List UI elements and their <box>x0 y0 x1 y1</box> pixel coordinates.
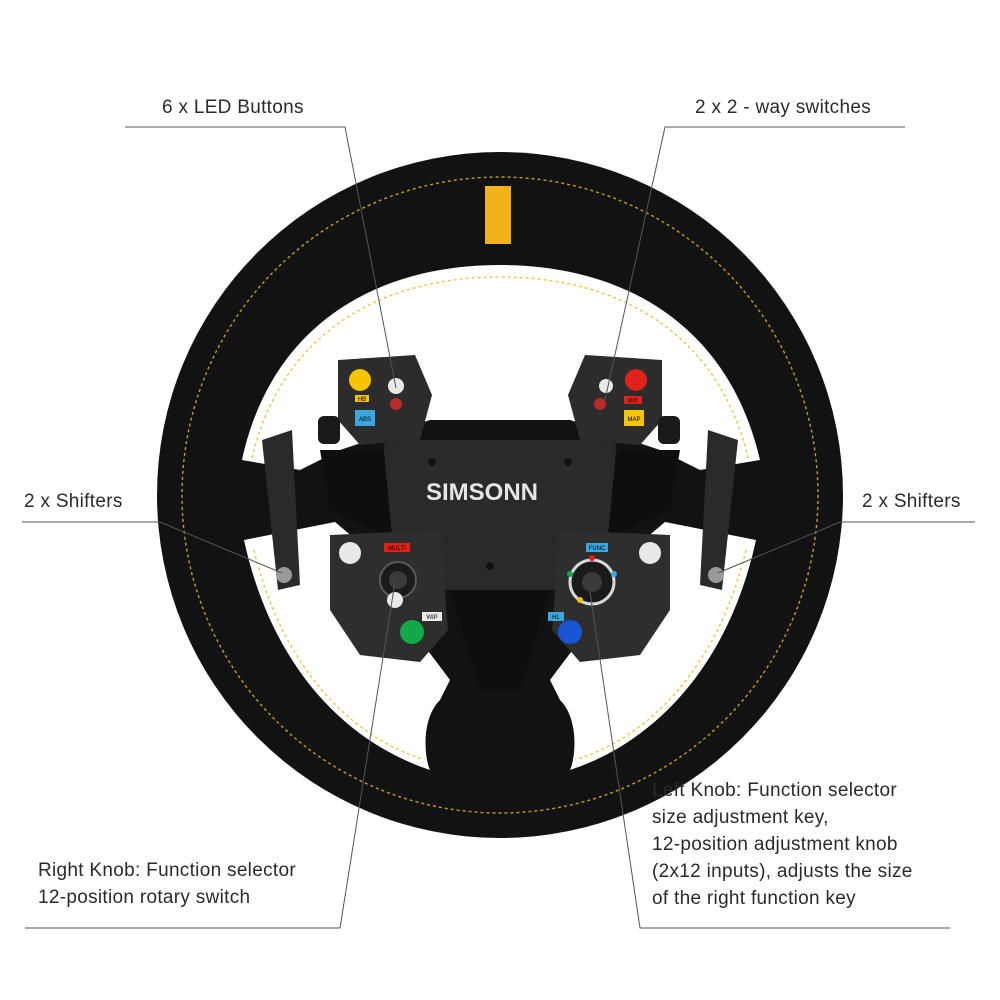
callout-shifters-left: 2 x Shifters <box>24 491 123 512</box>
left-knob-line-2: size adjustment key, <box>652 807 829 828</box>
upper-right-pod: PIT MAP <box>568 355 680 445</box>
shifter-paddles <box>262 430 738 590</box>
brand-logo: SIMSONN <box>426 479 538 506</box>
left-knob-line-4: (2x12 inputs), adjusts the size <box>652 861 913 882</box>
callout-led-buttons: 6 x LED Buttons <box>162 97 304 118</box>
led-button-green <box>400 620 424 644</box>
svg-text:HB: HB <box>358 397 366 403</box>
callout-shifters-right: 2 x Shifters <box>862 491 961 512</box>
right-knob-line-1: Right Knob: Function selector <box>38 860 296 881</box>
toggle-switch-right <box>594 398 606 410</box>
leader-right-knob <box>25 581 396 929</box>
svg-text:HL: HL <box>552 615 560 621</box>
led-button-white-right <box>639 542 661 564</box>
svg-text:WIP: WIP <box>426 615 437 621</box>
svg-text:MAP: MAP <box>627 417 640 423</box>
leader-switches <box>604 126 905 401</box>
leader-shifters-left <box>22 521 283 574</box>
svg-text:PIT: PIT <box>628 399 638 405</box>
callout-right-knob: Right Knob: Function selector 12-positio… <box>38 857 296 911</box>
callout-two-way-switches: 2 x 2 - way switches <box>695 97 871 118</box>
callout-lines <box>22 126 975 929</box>
led-button-blue <box>558 620 582 644</box>
lower-right-pod: FUNC HL <box>548 530 670 662</box>
left-knob-line-3: 12-position adjustment knob <box>652 834 898 855</box>
left-knob-line-1: Left Knob: Function selector <box>652 780 897 801</box>
lower-left-pod: MULTI WIP <box>330 530 448 662</box>
right-knob-line-2: 12-position rotary switch <box>38 887 251 908</box>
svg-text:ABS: ABS <box>359 417 371 423</box>
svg-text:FUNC: FUNC <box>589 546 606 552</box>
center-hub: SIMSONN <box>320 440 680 690</box>
upper-left-pod: HB ABS <box>318 355 432 445</box>
led-button-white-2 <box>599 379 613 393</box>
svg-text:MULTI: MULTI <box>388 546 406 552</box>
led-button-red <box>625 369 647 391</box>
toggle-switch-left <box>390 398 402 410</box>
led-button-white-left <box>339 542 361 564</box>
callout-left-knob: Left Knob: Function selector size adjust… <box>652 777 913 912</box>
led-button-yellow <box>349 369 371 391</box>
led-button-white-3 <box>387 592 403 608</box>
left-knob-line-5: of the right function key <box>652 888 856 909</box>
leader-led-buttons <box>125 126 397 389</box>
leader-shifters-right <box>717 521 975 574</box>
leader-left-knob <box>589 591 950 929</box>
center-marker-stripe <box>485 186 511 244</box>
